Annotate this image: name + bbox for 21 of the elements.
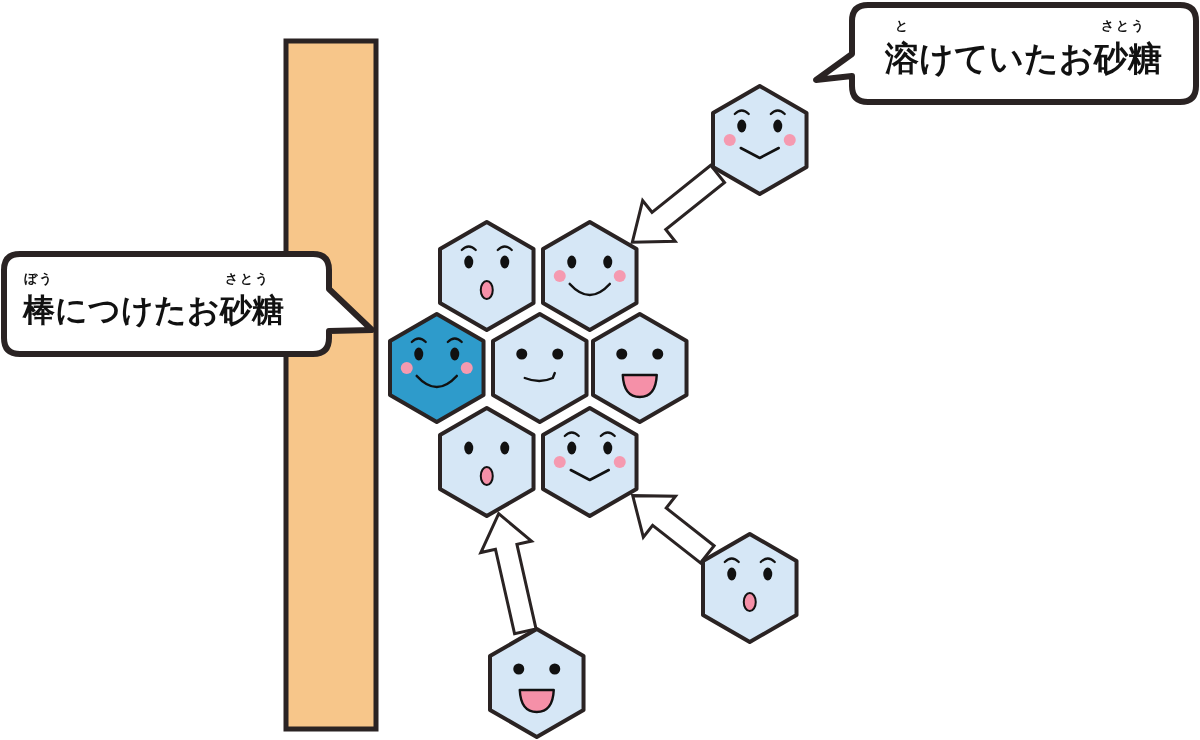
furigana: と [894,19,910,34]
speech-bubble [1,251,375,357]
block-arrow [630,163,727,244]
hexagon-character [543,222,637,330]
hexagon-character [440,222,534,330]
hexagon-character [713,86,807,194]
hexagon-character [543,408,637,516]
block-arrow [478,511,538,636]
hexagon-character [493,314,587,422]
callout-text: 棒につけたお砂糖 [23,292,284,329]
hexagon-character [390,314,484,422]
hexagon-character [593,314,687,422]
block-arrow [630,494,717,566]
hexagon-character [703,534,797,642]
hexagon-character [440,408,534,516]
speech-bubble [812,2,1200,106]
hexagon-character [490,629,584,737]
furigana: さとう [1100,19,1146,34]
furigana: さとう [224,272,270,287]
callout-text: 溶けていたお砂糖 [885,39,1162,79]
furigana: ぼう [24,272,54,287]
